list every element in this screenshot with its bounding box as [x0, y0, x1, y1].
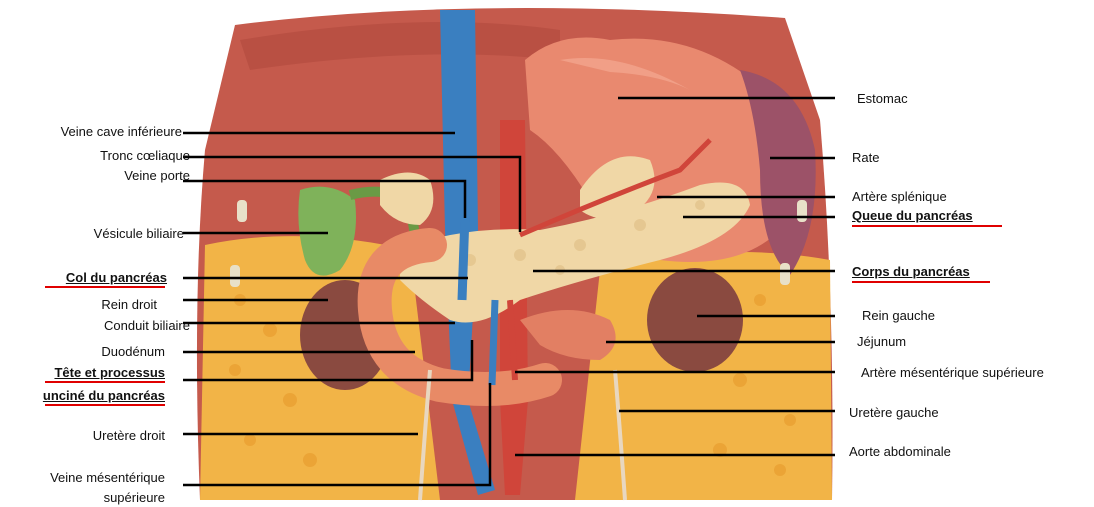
left-kidney	[647, 268, 743, 372]
underline-tete-1	[45, 381, 165, 383]
underline-queue	[852, 225, 1002, 227]
label-conduit: Conduit biliaire	[104, 318, 190, 333]
underline-corps	[852, 281, 990, 283]
label-estomac: Estomac	[857, 91, 908, 106]
anatomy-illustration	[197, 8, 833, 500]
label-rein-droit: Rein droit	[101, 297, 157, 312]
label-rein-gauche: Rein gauche	[862, 308, 935, 323]
underline-tete-2	[45, 404, 165, 406]
label-ams: Artère mésentérique supérieure	[861, 365, 1044, 380]
label-tete-1: Tête et processus	[54, 365, 165, 380]
label-tronc: Tronc cœliaque	[100, 148, 190, 163]
label-rate: Rate	[852, 150, 879, 165]
label-uretere-droit: Uretère droit	[93, 428, 165, 443]
label-jejunum: Jéjunum	[857, 334, 906, 349]
label-corps: Corps du pancréas	[852, 264, 970, 279]
label-aorte: Aorte abdominale	[849, 444, 951, 459]
label-tete-2: unciné du pancréas	[43, 388, 165, 403]
label-artere-splenique: Artère splénique	[852, 189, 947, 204]
label-veine-cave: Veine cave inférieure	[61, 124, 182, 139]
underline-col	[45, 286, 165, 288]
label-veine-porte: Veine porte	[124, 168, 190, 183]
label-queue: Queue du pancréas	[852, 208, 973, 223]
label-vms-2: supérieure	[104, 490, 165, 505]
label-duodenum: Duodénum	[101, 344, 165, 359]
label-col: Col du pancréas	[66, 270, 167, 285]
label-vesicule: Vésicule biliaire	[94, 226, 184, 241]
label-uretere-gauche: Uretère gauche	[849, 405, 939, 420]
label-vms-1: Veine mésentérique	[50, 470, 165, 485]
